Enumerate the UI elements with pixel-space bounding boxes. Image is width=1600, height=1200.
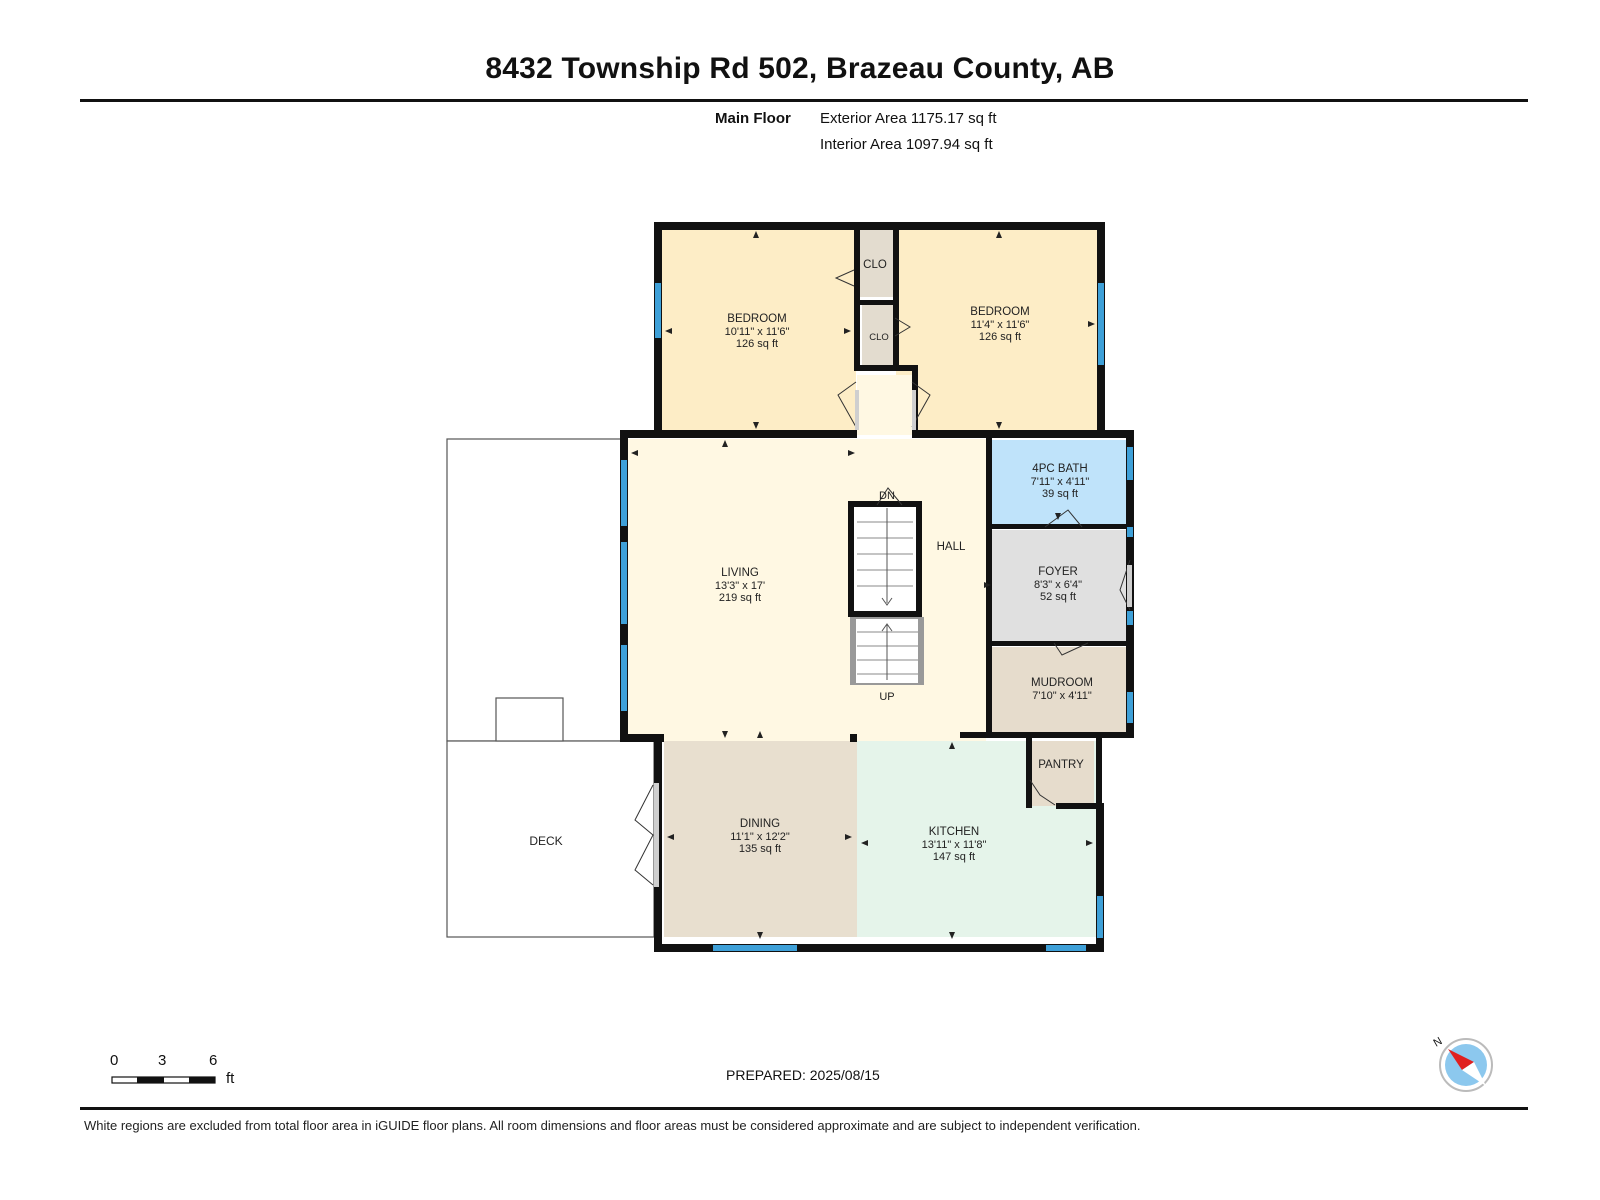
room-mudroom xyxy=(990,647,1130,732)
bedroom-left-name: BEDROOM xyxy=(727,313,786,325)
scale-tick-3: 3 xyxy=(158,1052,167,1069)
bedroom-right-dims: 11'4" x 11'6" xyxy=(971,319,1030,331)
compass-north-label: N xyxy=(1432,1035,1445,1049)
dining-name: DINING xyxy=(740,818,780,830)
floor-name: Main Floor xyxy=(715,110,791,127)
doors xyxy=(634,269,1131,886)
page-title: 8432 Township Rd 502, Brazeau County, AB xyxy=(485,52,1115,85)
stairs-down-label: DN xyxy=(879,490,895,502)
bedroom-left-area: 126 sq ft xyxy=(736,338,778,350)
windows xyxy=(621,283,1133,951)
foyer-name: FOYER xyxy=(1038,566,1078,578)
room-corridor xyxy=(857,375,912,435)
bedroom-left-dims: 10'11" x 11'6" xyxy=(725,326,790,338)
foyer-area: 52 sq ft xyxy=(1040,591,1076,603)
kitchen-dims: 13'11" x 11'8" xyxy=(922,839,987,851)
label-bedroom-right: BEDROOM 11'4" x 11'6" 126 sq ft xyxy=(970,306,1029,343)
deck-label: DECK xyxy=(529,834,562,848)
dining-area: 135 sq ft xyxy=(739,843,781,855)
exterior-area: Exterior Area 1175.17 sq ft xyxy=(820,110,997,127)
footer-divider xyxy=(80,1107,1528,1110)
mudroom-name: MUDROOM xyxy=(1031,677,1093,689)
door-jambs xyxy=(654,390,1132,887)
room-bedroom-right xyxy=(896,229,1098,432)
scale-bar xyxy=(111,1076,216,1084)
room-closet-top xyxy=(857,229,895,297)
room-dining xyxy=(664,741,857,937)
room-bath xyxy=(990,440,1130,524)
room-closet-bottom xyxy=(862,303,895,365)
room-bedroom-left xyxy=(659,229,856,432)
label-mudroom: MUDROOM 7'10" x 4'11" xyxy=(1031,677,1093,702)
room-living-hall xyxy=(626,439,986,741)
bath-area: 39 sq ft xyxy=(1042,488,1078,500)
foyer-dims: 8'3" x 6'4" xyxy=(1034,579,1082,591)
stairs-up-label: UP xyxy=(879,691,894,703)
label-living: LIVING 13'3" x 17' 219 sq ft xyxy=(715,567,765,604)
label-bedroom-left: BEDROOM 10'11" x 11'6" 126 sq ft xyxy=(725,313,790,350)
living-name: LIVING xyxy=(721,567,759,579)
closet-top-label: CLO xyxy=(863,259,887,271)
living-dims: 13'3" x 17' xyxy=(715,580,765,592)
kitchen-area: 147 sq ft xyxy=(933,851,975,863)
bedroom-right-name: BEDROOM xyxy=(970,306,1029,318)
closet-bottom-label: CLO xyxy=(869,332,889,343)
hall-label: HALL xyxy=(937,541,966,553)
prepared-date: PREPARED: 2025/08/15 xyxy=(726,1067,880,1083)
kitchen-name: KITCHEN xyxy=(929,826,979,838)
disclaimer: White regions are excluded from total fl… xyxy=(84,1118,1141,1133)
dining-dims: 11'1" x 12'2" xyxy=(730,831,790,843)
title-divider xyxy=(80,99,1528,102)
scale-unit: ft xyxy=(226,1070,235,1087)
staircase xyxy=(848,501,924,685)
mudroom-dims: 7'10" x 4'11" xyxy=(1032,690,1092,702)
bedroom-right-area: 126 sq ft xyxy=(979,331,1021,343)
label-foyer: FOYER 8'3" x 6'4" 52 sq ft xyxy=(1034,566,1082,603)
room-pantry xyxy=(1029,741,1094,806)
label-bath: 4PC BATH 7'11" x 4'11" 39 sq ft xyxy=(1031,463,1090,500)
label-kitchen: KITCHEN 13'11" x 11'8" 147 sq ft xyxy=(922,826,987,863)
interior-area: Interior Area 1097.94 sq ft xyxy=(820,136,993,153)
scale-tick-0: 0 xyxy=(110,1052,119,1069)
scale-tick-6: 6 xyxy=(209,1052,218,1069)
dimension-markers xyxy=(631,231,1095,939)
bath-name: 4PC BATH xyxy=(1032,463,1087,475)
room-foyer xyxy=(986,530,1130,642)
compass-icon: N xyxy=(1432,1035,1493,1092)
deck xyxy=(446,438,655,938)
label-dining: DINING 11'1" x 12'2" 135 sq ft xyxy=(730,818,790,855)
pantry-label: PANTRY xyxy=(1038,759,1084,771)
bath-dims: 7'11" x 4'11" xyxy=(1031,476,1090,488)
living-area: 219 sq ft xyxy=(719,592,761,604)
